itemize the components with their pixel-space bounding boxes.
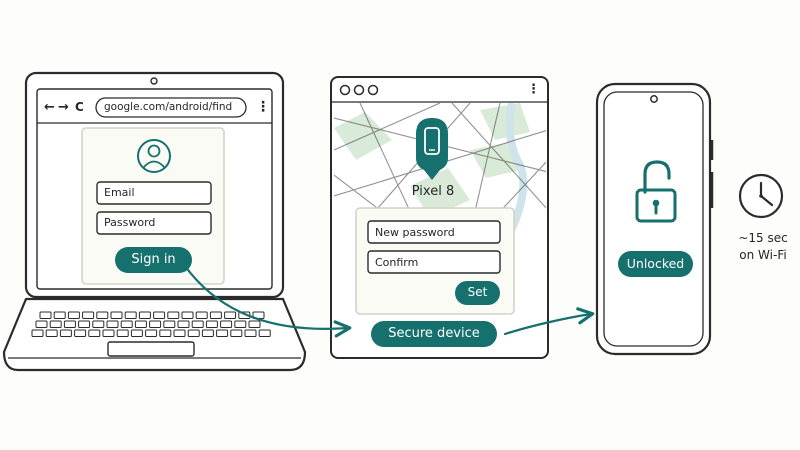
set-button[interactable] <box>455 281 500 305</box>
keyboard-key <box>258 329 271 337</box>
keyboard-key <box>102 329 115 337</box>
keyboard-key <box>106 320 119 328</box>
forward-button[interactable]: → <box>58 100 69 115</box>
keyboard-key <box>145 329 158 337</box>
laptop <box>2 71 307 372</box>
browser-window <box>330 76 549 359</box>
keyboard-key <box>230 329 243 337</box>
reload-button[interactable]: C <box>75 100 84 114</box>
keyboard-key <box>78 320 91 328</box>
keyboard-key <box>163 320 176 328</box>
confirm-placeholder: Confirm <box>375 256 419 269</box>
keyboard-key <box>149 320 162 328</box>
device-name: Pixel 8 <box>411 184 455 199</box>
keyboard-key <box>138 311 151 319</box>
keyboard-key <box>31 329 44 337</box>
back-button[interactable]: ← <box>44 100 55 115</box>
keyboard-key <box>116 329 129 337</box>
keyboard-key <box>216 329 229 337</box>
keyboard-key <box>74 329 87 337</box>
keyboard-key <box>124 311 137 319</box>
keyboard-key <box>63 320 76 328</box>
keyboard-key <box>205 320 218 328</box>
keyboard-key <box>130 329 143 337</box>
keyboard-key <box>82 311 95 319</box>
laptop-browser-toolbar <box>37 97 272 124</box>
keyboard-key <box>96 311 109 319</box>
phone-location-pin-icon <box>416 118 448 180</box>
laptop-trackpad <box>107 341 195 357</box>
keyboard-key <box>209 311 222 319</box>
url-bar[interactable] <box>95 97 247 118</box>
keyboard-key <box>167 311 180 319</box>
set-button-label[interactable]: Set <box>467 285 488 299</box>
keyboard-key <box>153 311 166 319</box>
keyboard-key <box>173 329 186 337</box>
keyboard-key <box>120 320 133 328</box>
browser-menu-icon[interactable]: ⋮ <box>527 82 540 97</box>
arrow-secure-device-to-phone <box>503 307 595 336</box>
password-field[interactable] <box>96 211 212 235</box>
keyboard-key <box>191 320 204 328</box>
laptop-menu-icon[interactable]: ⋮ <box>256 99 270 115</box>
keyboard-key <box>195 311 208 319</box>
keyboard-key <box>134 320 147 328</box>
keyboard-key <box>110 311 123 319</box>
keyboard-key <box>49 320 62 328</box>
secure-device-button[interactable] <box>371 321 497 347</box>
laptop-keyboard <box>31 311 271 337</box>
secure-device-button-label[interactable]: Secure device <box>388 326 480 341</box>
timing-line-1: ~15 sec <box>738 231 788 245</box>
keyboard-key <box>92 320 105 328</box>
clock-icon <box>738 173 784 219</box>
keyboard-key <box>88 329 101 337</box>
user-avatar-icon <box>137 139 171 173</box>
unlocked-padlock-icon <box>635 160 677 223</box>
sign-in-button[interactable] <box>115 247 192 273</box>
keyboard-key <box>53 311 66 319</box>
confirm-password-field[interactable] <box>367 250 501 274</box>
unlocked-status-badge <box>618 251 693 277</box>
url-text[interactable]: google.com/android/find <box>104 101 233 113</box>
arrow-sign-in-to-secure-device <box>183 264 352 338</box>
keyboard-key <box>220 320 233 328</box>
email-placeholder: Email <box>104 186 135 199</box>
laptop-camera <box>150 77 158 85</box>
keyboard-key <box>248 320 261 328</box>
keyboard-key <box>234 320 247 328</box>
keyboard-key <box>35 320 48 328</box>
email-field[interactable] <box>96 181 212 205</box>
keyboard-key <box>244 329 257 337</box>
new-password-placeholder: New password <box>375 226 455 239</box>
keyboard-key <box>159 329 172 337</box>
sign-in-card <box>81 127 225 285</box>
keyboard-key <box>177 320 190 328</box>
keyboard-key <box>39 311 52 319</box>
window-controls <box>339 84 379 96</box>
timing-line-2: on Wi-Fi <box>739 248 787 262</box>
phone <box>595 82 714 356</box>
keyboard-key <box>181 311 194 319</box>
keyboard-key <box>59 329 72 337</box>
sign-in-button-label[interactable]: Sign in <box>131 252 176 267</box>
phone-screen <box>603 91 704 347</box>
keyboard-key <box>187 329 200 337</box>
unlocked-status-label: Unlocked <box>626 256 685 271</box>
keyboard-key <box>201 329 214 337</box>
new-password-field[interactable] <box>367 220 501 244</box>
keyboard-key <box>45 329 58 337</box>
password-placeholder: Password <box>104 216 156 229</box>
keyboard-key <box>224 311 237 319</box>
phone-camera <box>650 95 658 103</box>
keyboard-key <box>67 311 80 319</box>
